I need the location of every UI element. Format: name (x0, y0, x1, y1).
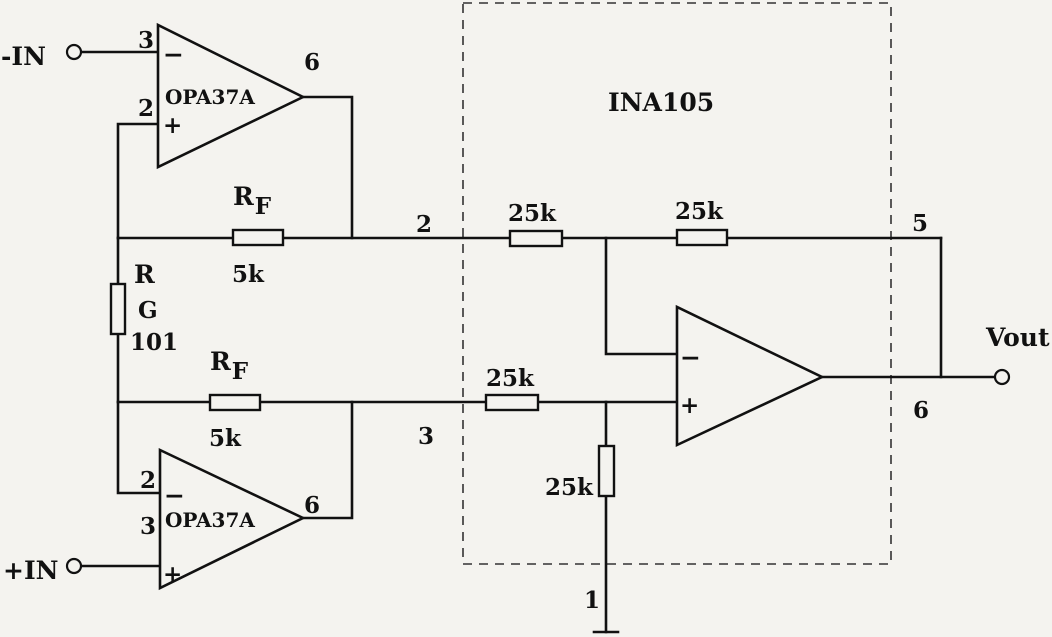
label-ina-sign-noninv: + (680, 392, 699, 419)
resistor-ina-fb (675, 228, 729, 247)
wire-top-noninv (116, 122, 160, 240)
label-pin-1: 1 (584, 587, 600, 614)
wire-bottom-out (301, 400, 354, 520)
opamp-top (156, 22, 306, 170)
label-vout: Vout (985, 323, 1050, 352)
terminal-plus-in (65, 557, 83, 575)
label-rf-top-value: 5k (232, 261, 265, 288)
wire-top-out (301, 95, 354, 240)
label-ina-fb-value: 25k (675, 198, 724, 225)
label-bottom-pin-noninv: 3 (140, 513, 156, 540)
label-rg-sub: G (138, 297, 158, 324)
label-pin-3: 3 (418, 423, 434, 450)
label-ina-in-bottom-value: 25k (486, 365, 535, 392)
label-rg-name: R (134, 260, 155, 289)
opamp-bottom (158, 447, 306, 591)
terminal-vout (993, 368, 1011, 386)
terminal-minus-in (65, 43, 83, 61)
wire-bottom-inv (116, 400, 162, 495)
label-ina-in-top-value: 25k (508, 200, 557, 227)
resistor-rf-bottom (208, 393, 262, 412)
label-bottom-pin-inv: 2 (140, 467, 156, 494)
label-ina105: INA105 (608, 88, 714, 117)
label-top-pin-inv: 3 (138, 27, 154, 54)
label-rg-value: 101 (130, 329, 178, 356)
wire-ina-inv (604, 236, 679, 356)
resistor-rg (109, 282, 127, 336)
resistor-ina-ref (597, 444, 616, 498)
resistor-rf-top (231, 228, 285, 247)
label-top-part: OPA37A (165, 85, 255, 109)
opamp-ina105 (675, 304, 826, 448)
label-pin-5: 5 (912, 210, 928, 237)
resistor-ina-in-top (508, 229, 564, 248)
ina105-boundary (462, 2, 892, 565)
label-bottom-part: OPA37A (165, 508, 255, 532)
label-rf-top-name: RF (233, 182, 272, 220)
label-top-sign-noninv: + (163, 112, 182, 139)
label-ina-sign-inv: − (680, 343, 701, 372)
label-pin-2: 2 (416, 211, 432, 238)
label-top-pin-noninv: 2 (138, 95, 154, 122)
resistor-ina-in-bottom (484, 393, 540, 412)
label-top-sign-inv: − (163, 40, 184, 69)
label-pin-6: 6 (913, 397, 929, 424)
label-rf-bottom-name: RF (210, 347, 249, 385)
label-bottom-sign-inv: − (164, 481, 185, 510)
label-rf-bottom-value: 5k (209, 425, 242, 452)
label-plus-in: +IN (3, 556, 59, 585)
label-bottom-pin-out: 6 (304, 492, 320, 519)
label-ina-ref-value: 25k (545, 474, 594, 501)
label-top-pin-out: 6 (304, 49, 320, 76)
label-bottom-sign-noninv: + (163, 561, 182, 588)
label-minus-in: -IN (1, 42, 46, 71)
